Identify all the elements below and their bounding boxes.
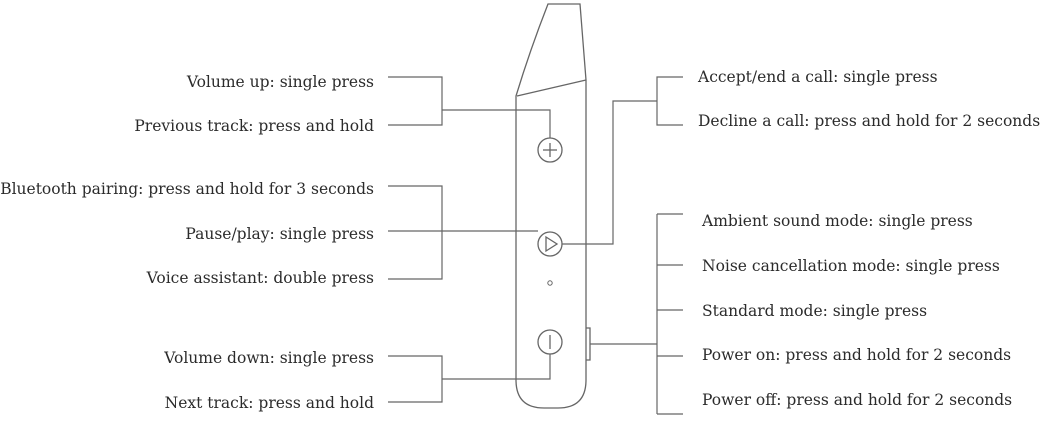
label-previous-track: Previous track: press and hold xyxy=(134,117,374,135)
label-decline-call: Decline a call: press and hold for 2 sec… xyxy=(698,112,1040,130)
label-bluetooth-pairing: Bluetooth pairing: press and hold for 3 … xyxy=(0,180,374,198)
bracket-volume-down-group xyxy=(388,354,551,403)
bracket-volume-up-group xyxy=(388,76,551,138)
label-standard-mode: Standard mode: single press xyxy=(702,302,928,320)
label-noise-cancellation-mode: Noise cancellation mode: single press xyxy=(702,257,1000,275)
label-volume-down: Volume down: single press xyxy=(164,349,374,367)
volume-up-button[interactable] xyxy=(537,137,563,163)
label-pause-play: Pause/play: single press xyxy=(185,225,374,243)
label-ambient-sound-mode: Ambient sound mode: single press xyxy=(702,212,973,230)
bracket-play-group xyxy=(388,185,538,280)
label-volume-up: Volume up: single press xyxy=(186,73,374,91)
label-next-track: Next track: press and hold xyxy=(164,394,374,412)
device-body-outline xyxy=(515,3,587,409)
play-pause-button[interactable] xyxy=(537,231,563,257)
volume-down-button[interactable] xyxy=(537,329,563,355)
label-power-on: Power on: press and hold for 2 seconds xyxy=(702,346,1012,364)
label-accept-end-call: Accept/end a call: single press xyxy=(698,68,938,86)
label-voice-assistant: Voice assistant: double press xyxy=(146,269,374,287)
label-power-off: Power off: press and hold for 2 seconds xyxy=(702,391,1013,409)
device-cap-seam xyxy=(516,79,587,97)
bracket-call-group xyxy=(562,76,683,245)
indicator-dot xyxy=(547,280,553,286)
bracket-power-group xyxy=(590,213,683,415)
